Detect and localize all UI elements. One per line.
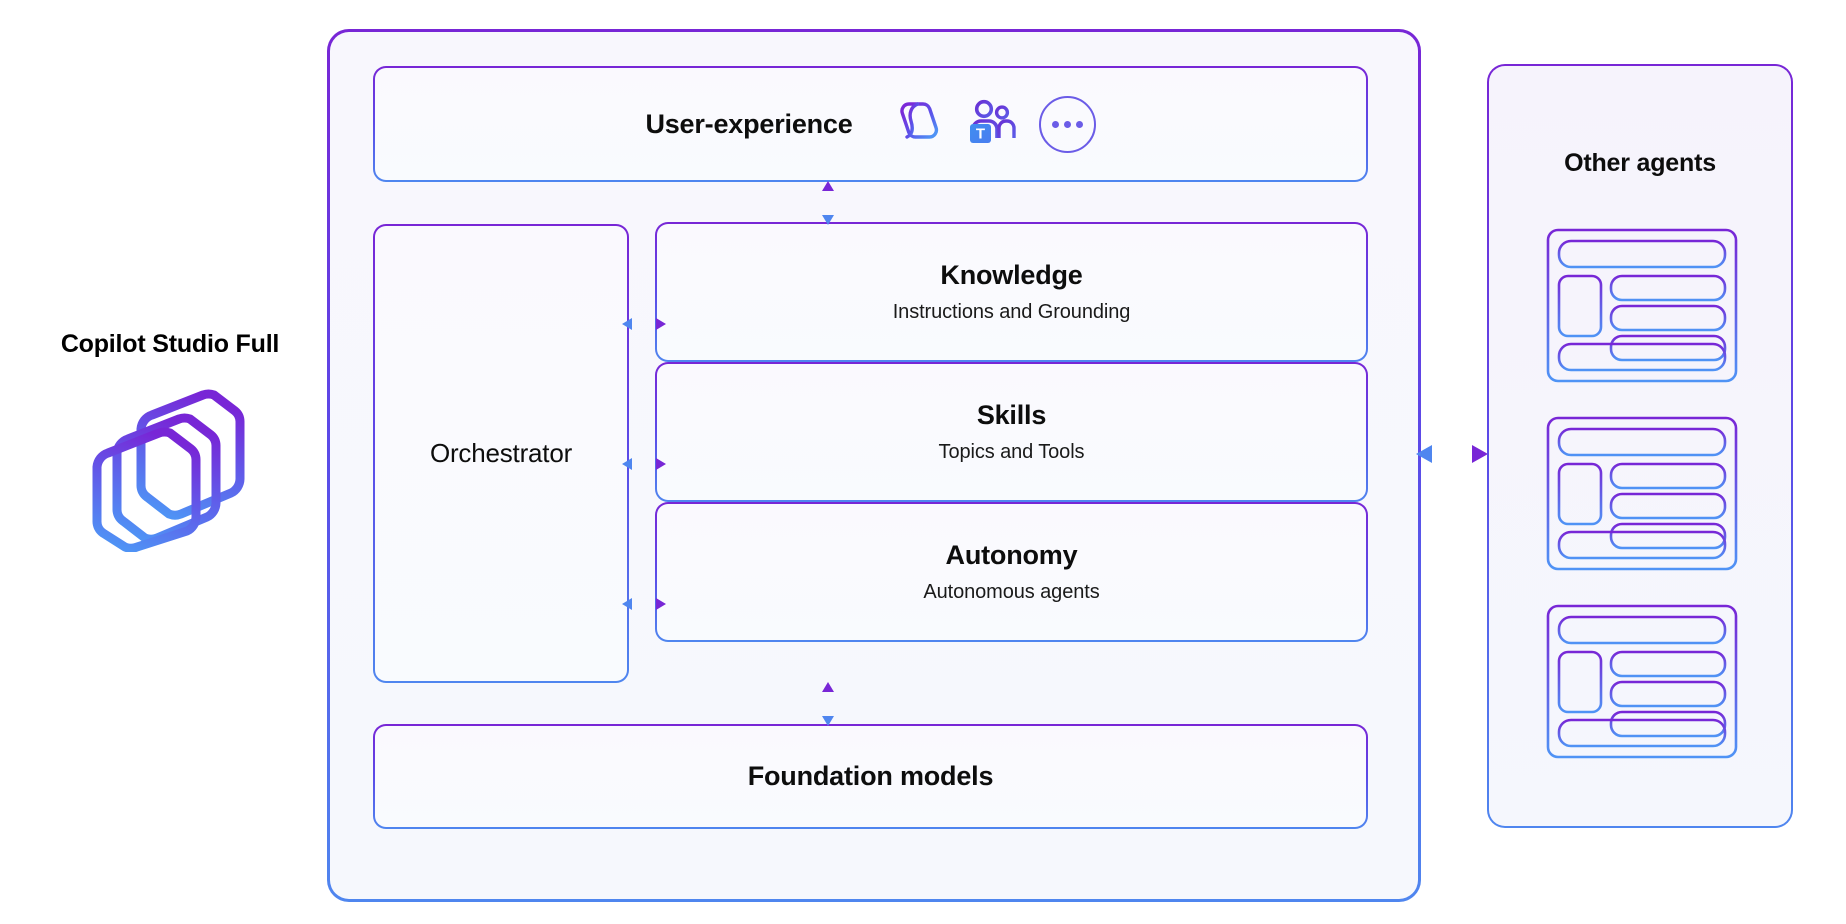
dot xyxy=(1051,120,1059,128)
other-agents-panel: Other agents xyxy=(1487,64,1793,828)
skills-subtitle: Topics and Tools xyxy=(938,441,1085,463)
user-experience-icons: T xyxy=(887,93,1096,156)
connector-orchestrator-to-knowledge-icon xyxy=(622,318,666,330)
dot xyxy=(1063,120,1071,128)
copilot-studio-logo-icon xyxy=(30,387,310,552)
connector-orchestrator-to-skills-icon xyxy=(622,458,666,470)
user-experience-label: User-experience xyxy=(645,108,853,139)
autonomy-title: Autonomy xyxy=(945,540,1078,570)
agent-card[interactable] xyxy=(1546,228,1738,383)
connector-orchestrator-to-foundation-icon xyxy=(822,682,834,726)
svg-text:T: T xyxy=(975,125,984,142)
other-agents-title: Other agents xyxy=(1564,149,1716,177)
skills-card[interactable]: Skills Topics and Tools xyxy=(655,362,1368,502)
connector-ux-to-orchestrator-icon xyxy=(822,181,834,225)
orchestrator-label: Orchestrator xyxy=(429,438,573,468)
microsoft-copilot-icon[interactable] xyxy=(887,93,945,156)
agent-card[interactable] xyxy=(1546,604,1738,759)
connector-orchestrator-to-autonomy-icon xyxy=(622,598,666,610)
autonomy-subtitle: Autonomous agents xyxy=(923,581,1100,603)
knowledge-subtitle: Instructions and Grounding xyxy=(892,301,1131,323)
autonomy-card[interactable]: Autonomy Autonomous agents xyxy=(655,502,1368,642)
connector-studio-to-other-agents-icon xyxy=(1416,445,1488,463)
knowledge-title: Knowledge xyxy=(940,260,1083,290)
user-experience-panel[interactable]: User-experience xyxy=(373,66,1368,182)
knowledge-card[interactable]: Knowledge Instructions and Grounding xyxy=(655,222,1368,362)
skills-title: Skills xyxy=(976,400,1047,430)
copilot-studio-container: User-experience xyxy=(327,29,1421,902)
dot xyxy=(1075,120,1083,128)
brand-block: Copilot Studio Full xyxy=(30,330,310,552)
microsoft-teams-icon[interactable]: T xyxy=(963,93,1021,156)
page-title: Copilot Studio Full xyxy=(60,330,280,358)
foundation-models-panel[interactable]: Foundation models xyxy=(373,724,1368,829)
agent-card[interactable] xyxy=(1546,416,1738,571)
foundation-models-label: Foundation models xyxy=(747,761,994,791)
more-options-icon[interactable] xyxy=(1038,95,1096,153)
orchestrator-panel[interactable]: Orchestrator xyxy=(373,224,629,683)
